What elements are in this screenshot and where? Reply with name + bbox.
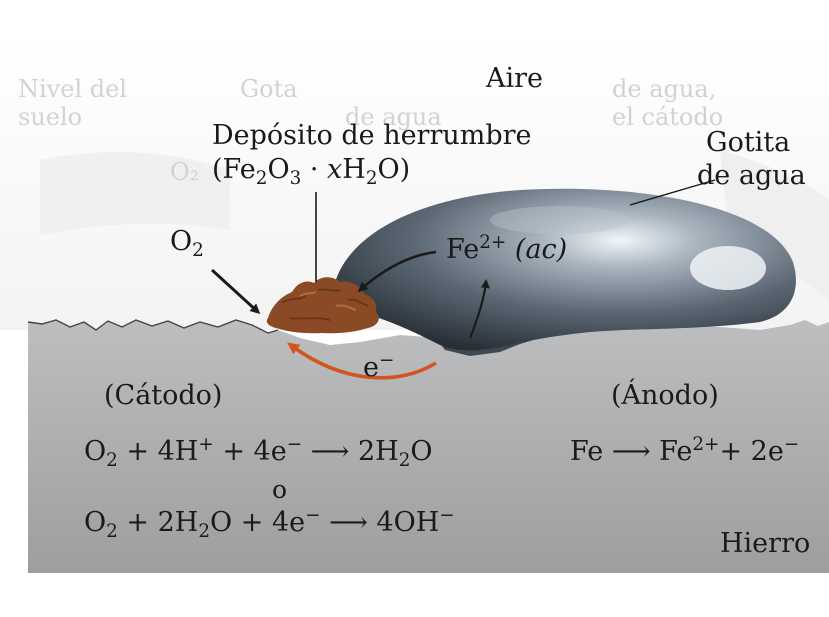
o2-arrow xyxy=(210,268,261,315)
cathode-equation-1: O2 + 4H+ + 4e− ⟶ 2H2O xyxy=(84,433,433,471)
background-faded-shape xyxy=(40,152,230,235)
oxygen-label: O2 xyxy=(170,226,204,261)
droplet-label-line1: Gotita xyxy=(706,127,791,158)
fe-dissolve-arrow xyxy=(468,279,490,339)
anode-label: (Ánodo) xyxy=(611,380,719,411)
droplet-leader-line xyxy=(629,179,716,206)
water-droplet xyxy=(332,188,796,351)
rust-texture xyxy=(281,288,369,321)
ghost-label-o2: O₂ xyxy=(170,158,200,186)
ghost-label-suelo: suelo xyxy=(18,103,83,131)
iron-label: Hierro xyxy=(720,528,811,559)
anode-equation: Fe ⟶ Fe2++ 2e− xyxy=(570,433,800,467)
fe-ion-arrow xyxy=(357,250,437,292)
rust-deposit-label: Depósito de herrumbre xyxy=(212,120,532,151)
iron-block xyxy=(28,320,829,573)
fe-ion-label: Fe2+ (ac) xyxy=(446,231,568,265)
equation-or-label: o xyxy=(272,475,288,504)
cathode-equation-2: O2 + 2H2O + 4e− ⟶ 4OH− xyxy=(84,504,455,542)
electron-flow-arrow xyxy=(287,342,437,380)
droplet-highlight xyxy=(690,246,766,290)
droplet-sheen xyxy=(490,206,630,234)
ghost-label-gota: Gota xyxy=(240,75,298,103)
rust-formula-label: (Fe2O3 · xH2O) xyxy=(212,154,411,189)
cathode-label: (Cátodo) xyxy=(104,380,223,411)
ghost-label-nivel: Nivel del xyxy=(18,75,127,103)
ghost-label-agua: de agua, xyxy=(612,75,717,103)
iron-surface-line xyxy=(27,319,279,334)
background-faded-shape-right xyxy=(720,150,829,300)
droplet-label-line2: de agua xyxy=(697,160,806,191)
ghost-label-de-agua: de agua xyxy=(345,103,442,131)
electron-label: e− xyxy=(363,349,395,383)
rust-highlight xyxy=(299,291,357,311)
air-label: Aire xyxy=(486,63,544,94)
ghost-label-catodo: el cátodo xyxy=(612,103,724,131)
